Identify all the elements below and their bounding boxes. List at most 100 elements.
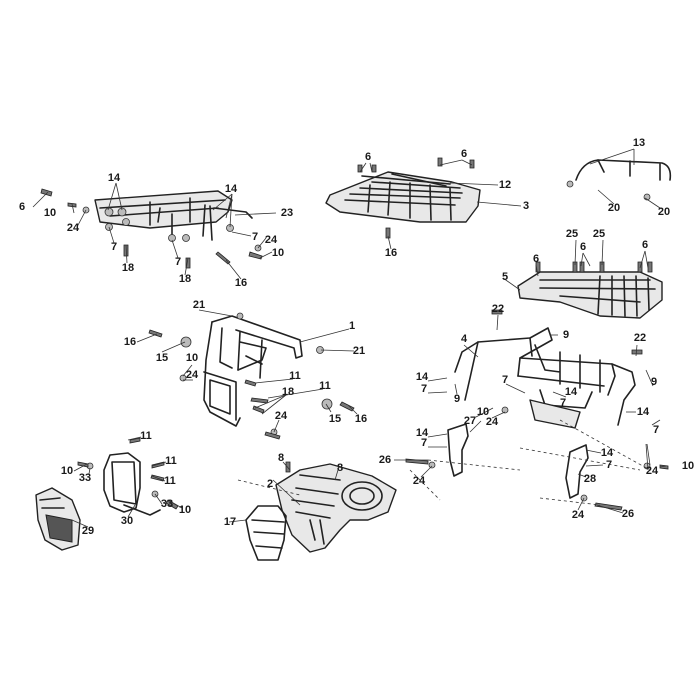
rear-cargo-rack [517,271,663,319]
right-bracket [565,444,589,499]
leader-line [535,264,539,277]
part-number-7: 7 [653,424,659,436]
leader-line [644,197,661,209]
part-number-14: 14 [225,183,238,195]
part-number-22: 22 [634,332,646,344]
leader-line [161,341,186,353]
leader-line [229,193,233,228]
part-number-4: 4 [461,333,468,345]
front-bumper-frame [203,315,303,427]
part-number-14: 14 [416,427,429,439]
part-number-11: 11 [289,370,301,382]
part-number-18: 18 [179,273,191,285]
leader-line [257,237,267,249]
part-number-16: 16 [355,413,367,425]
part-number-14: 14 [108,172,121,184]
dashed-guide [559,419,651,471]
part-number-24: 24 [186,369,199,381]
leader-line [496,314,499,331]
part-number-24: 24 [572,509,585,521]
leader-line [577,473,587,478]
leader-line [439,159,463,166]
tie-bar [391,173,447,187]
front-rack [325,171,481,223]
leader-line [259,251,273,259]
leader-line [320,349,355,352]
leader-line [167,499,183,509]
part-number-10: 10 [61,465,73,477]
part-number-7: 7 [111,241,117,253]
part-number-7: 7 [421,437,427,449]
upper-rail [575,159,672,181]
leader-line [71,519,89,528]
part-number-9: 9 [454,393,460,405]
dashed-guide [237,479,301,496]
part-number-11: 11 [319,380,331,392]
leader-line [646,443,651,466]
leader-line [71,203,75,214]
part-number-1: 1 [349,320,355,332]
brush-guard [245,505,287,561]
leader-line [107,182,117,211]
leader-line [127,436,142,441]
leader-line [596,504,624,514]
leader-line [463,344,479,358]
part-number-20: 20 [608,202,620,214]
part-number-12: 12 [499,179,511,191]
leader-line [334,469,339,481]
leader-line [369,162,373,173]
leader-line [347,404,358,415]
leader-line [574,239,577,266]
part-number-22: 22 [492,303,504,315]
leader-line [461,159,473,166]
leader-line [505,383,526,394]
part-number-23: 23 [281,207,293,219]
dashed-guide [539,497,601,506]
leader-line [585,464,604,467]
part-number-24: 24 [646,465,659,477]
part-number-15: 15 [329,413,341,425]
leader-line [427,433,448,438]
leader-line [582,252,591,267]
leader-line [639,250,646,269]
leader-line [645,369,654,387]
left-bracket [447,423,469,477]
leader-line [228,519,247,523]
leader-line [659,465,667,468]
part-number-11: 11 [165,455,177,467]
leader-line [182,364,193,377]
leader-line [644,250,649,269]
leader-line [234,212,277,216]
leader-line [231,231,252,237]
part-number-5: 5 [502,271,508,283]
leader-line [254,394,287,409]
leader-line [449,182,499,186]
leader-line [115,182,123,211]
leader-line [597,189,615,205]
part-number-6: 6 [642,239,648,251]
part-number-25: 25 [593,228,605,240]
leader-line [589,148,635,165]
leader-line [151,461,167,467]
leader-line [212,193,233,211]
leader-line [136,333,158,343]
mud-guard [35,487,81,551]
part-number-29: 29 [82,525,94,537]
rear-rack-frame [94,190,253,241]
leader-line [88,467,91,475]
part-number-10: 10 [477,406,489,418]
part-number-9: 9 [651,376,657,388]
leader-line [580,252,584,267]
leader-line [645,443,649,471]
part-number-3: 3 [523,200,529,212]
part-number-10: 10 [682,460,694,472]
leader-line [32,191,49,208]
leader-line [184,257,189,276]
part-number-14: 14 [601,447,614,459]
leader-line [282,461,291,471]
part-number-24: 24 [265,234,278,246]
part-number-26: 26 [622,508,634,520]
leader-line [273,419,280,433]
leader-line [108,226,115,244]
